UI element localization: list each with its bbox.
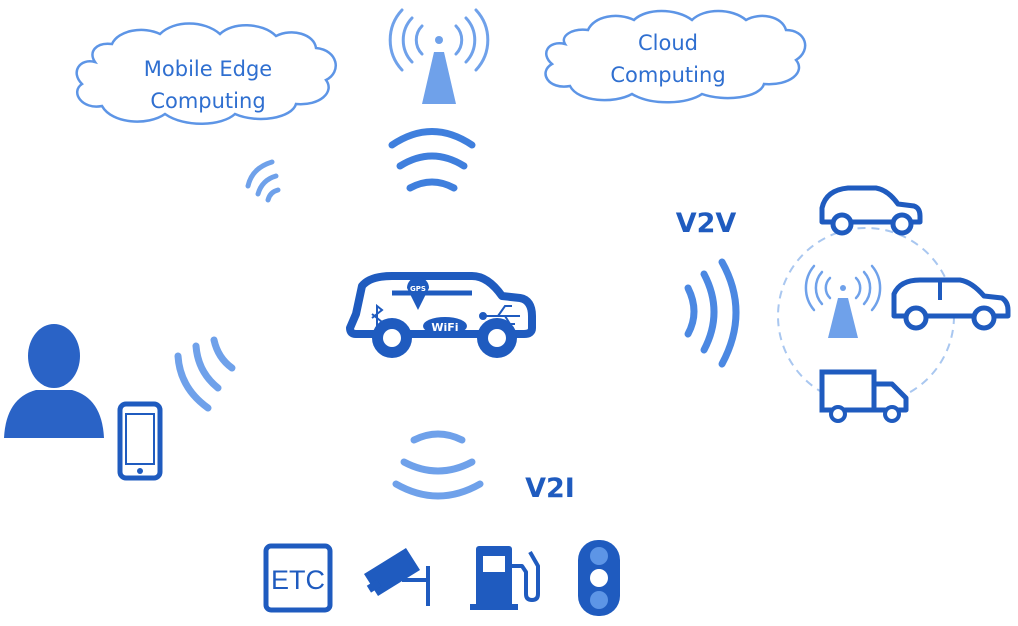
cloud-computing-cloud: Cloud Computing xyxy=(544,9,807,104)
mec-label-line2: Computing xyxy=(150,89,265,113)
wifi-signal-icon xyxy=(174,336,236,412)
wifi-signal-icon xyxy=(684,258,740,368)
mobile-edge-computing-cloud: Mobile Edge Computing xyxy=(75,22,337,125)
cloud-label-line2: Computing xyxy=(610,63,725,87)
gps-label: GPS xyxy=(410,285,426,293)
fuel-pump-icon xyxy=(470,546,540,610)
wifi-badge: WiFi xyxy=(423,317,467,335)
truck-icon xyxy=(819,369,909,423)
antenna-tower-icon xyxy=(804,264,882,338)
surveillance-camera-icon xyxy=(364,548,430,606)
etc-toll-icon: ETC xyxy=(263,543,333,613)
v2i-label: V2I xyxy=(525,473,575,504)
gps-pin-icon: GPS xyxy=(407,277,429,310)
wifi-label: WiFi xyxy=(431,321,458,334)
mec-label-line1: Mobile Edge xyxy=(144,57,272,81)
usb-icon xyxy=(479,305,520,325)
cloud-icon xyxy=(75,22,337,125)
traffic-light-icon xyxy=(578,540,620,616)
connected-car-icon: GPS WiFi xyxy=(346,272,536,358)
etc-label: ETC xyxy=(271,565,325,595)
antenna-tower-icon xyxy=(388,8,490,104)
bluetooth-icon xyxy=(371,303,384,329)
wifi-signal-icon xyxy=(245,159,281,203)
wifi-signal-icon xyxy=(388,128,476,192)
cloud-icon xyxy=(544,9,807,104)
v2v-label: V2V xyxy=(676,208,737,239)
car-icon xyxy=(819,185,923,236)
person-icon xyxy=(4,324,104,438)
suv-icon xyxy=(891,277,1011,331)
cloud-label-line1: Cloud xyxy=(638,31,698,55)
wifi-signal-icon xyxy=(392,430,484,500)
v2v-cluster xyxy=(777,185,1011,423)
smartphone-icon xyxy=(117,401,163,481)
